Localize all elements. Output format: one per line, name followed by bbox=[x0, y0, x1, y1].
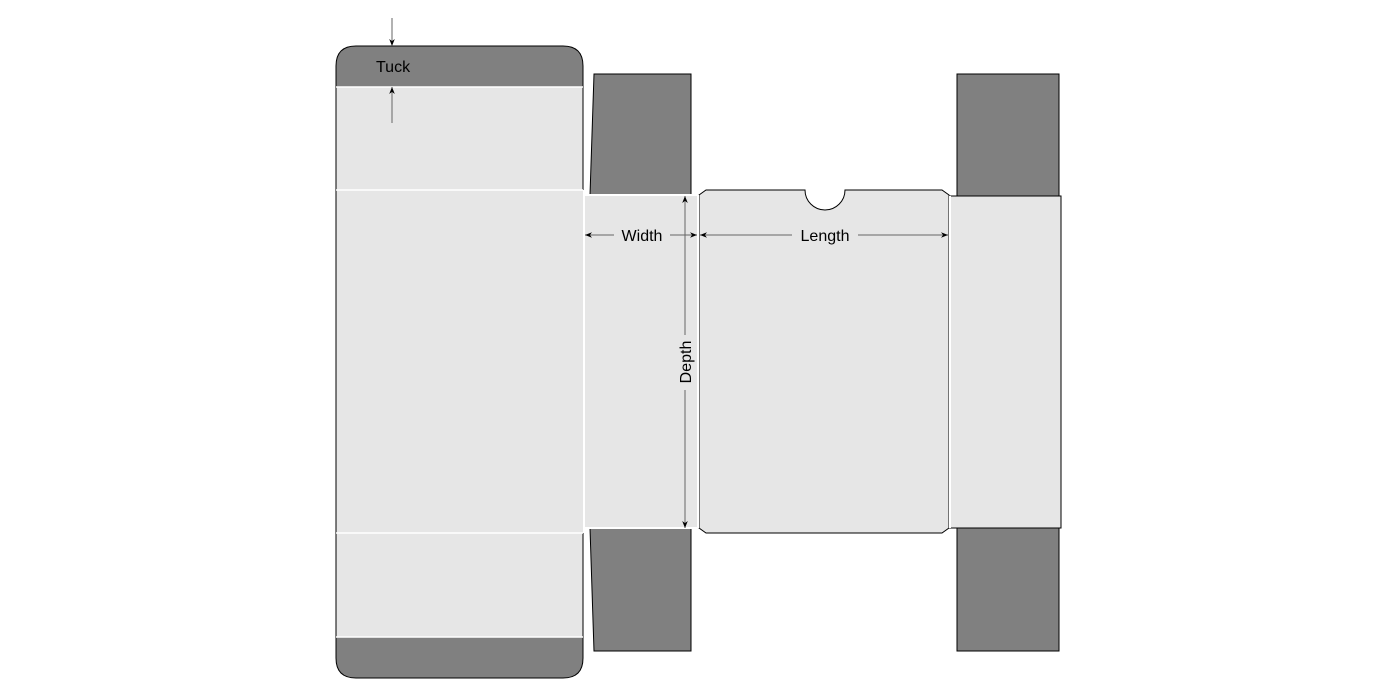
fold-lines-body bbox=[583, 190, 951, 533]
length-label: Length bbox=[801, 228, 850, 245]
bottom-tuck-flap bbox=[335, 636, 584, 679]
fold-lines-left bbox=[336, 86, 583, 638]
left-panel-outline bbox=[335, 87, 584, 637]
dust-flap-bottom-right bbox=[956, 527, 1060, 652]
top-closure-panel bbox=[336, 87, 583, 190]
bottom-closure-panel bbox=[336, 533, 583, 637]
dust-flap-top-right bbox=[956, 73, 1060, 197]
dust-flap-bottom-left bbox=[589, 527, 692, 652]
front-panel bbox=[336, 190, 583, 533]
side-panel-width bbox=[584, 195, 698, 528]
dust-flap-top-left bbox=[589, 73, 692, 196]
width-label: Width bbox=[622, 228, 663, 245]
depth-label: Depth bbox=[678, 341, 695, 384]
side-panel-right bbox=[949, 195, 1062, 529]
top-tuck-flap bbox=[335, 45, 584, 88]
tuck-label: Tuck bbox=[376, 59, 411, 76]
